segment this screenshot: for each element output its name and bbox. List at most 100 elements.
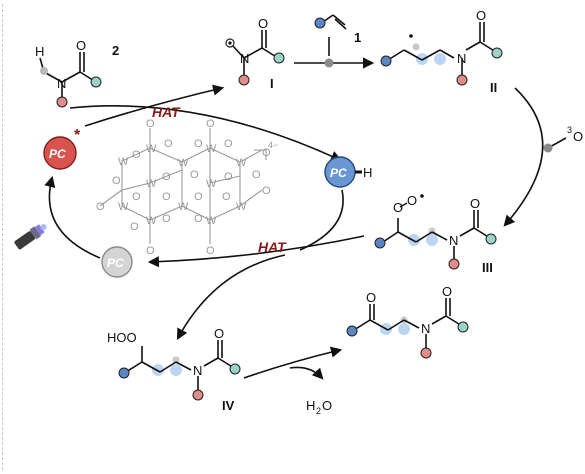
o-atom-15: O (222, 191, 231, 203)
w-atom-12: W (206, 215, 217, 227)
water-subscript: 2 (316, 406, 321, 416)
o-atom-21: O (146, 245, 155, 257)
w-atom-2: W (206, 143, 217, 155)
arrow-water-release (289, 366, 324, 380)
intermediate-II-radical-dot (409, 34, 413, 38)
o-atom-18: O (162, 213, 171, 225)
compound-2-n: N (57, 76, 66, 91)
compound-2-red-node (56, 96, 68, 108)
intermediate-II-o: O (476, 8, 486, 23)
product-ketone-o: O (366, 290, 376, 305)
intermediate-IV-n: N (193, 363, 202, 378)
pc-reduced-h: H (363, 165, 372, 180)
intermediate-IV-red-node (192, 389, 204, 401)
product-red-node (420, 347, 432, 359)
intermediate-IV-o: O (214, 326, 224, 341)
intermediate-III-red-node (448, 258, 460, 270)
intermediate-IV-hoo: HOO (107, 330, 137, 345)
w-atom-5: W (236, 157, 247, 169)
intermediate-II-n: N (457, 51, 466, 66)
compound-2-h-node (40, 67, 48, 75)
compound-2-teal-node (90, 76, 102, 88)
o-atom-7: O (112, 175, 121, 187)
cluster-charge: 4− (268, 140, 278, 150)
w-atom-9: W (178, 201, 189, 213)
compound-2-h: H (35, 44, 44, 59)
product-blue-node (346, 325, 358, 337)
intermediate-III-radical-dot (420, 194, 424, 198)
compound-1-label: 1 (354, 30, 361, 45)
arrow-to-IV (176, 254, 286, 340)
w-atom-10: W (236, 201, 247, 213)
arrow-2-to-I (84, 84, 225, 127)
intermediate-III-label: III (482, 260, 493, 275)
pc-reduced-label: PC (330, 166, 347, 180)
intermediate-IV-highlights (152, 356, 182, 376)
water-o: O (322, 398, 332, 413)
compound-2-label: 2 (112, 43, 119, 58)
w-atom-7: W (206, 178, 217, 190)
cluster-atoms: W W W W W W W W W W W W O O O O O O O O … (96, 118, 278, 257)
compound-2 (39, 52, 97, 100)
o-atom-6: O (132, 149, 141, 161)
arrow-photoexcitation (44, 175, 101, 259)
hat-label-bottom: HAT (258, 239, 287, 255)
intermediate-II-highlights (412, 43, 446, 65)
intermediate-III-o2: O (407, 193, 417, 208)
o-atom-20: O (130, 221, 139, 233)
o-atom-2: O (206, 118, 215, 130)
hat-label-top: HAT (152, 104, 181, 120)
o-atom-19: O (194, 213, 203, 225)
intermediate-I-o: O (258, 16, 268, 31)
o-atom-3: O (164, 138, 173, 150)
o-atom-17: O (96, 201, 105, 213)
oxygen-addition-dot (543, 143, 553, 153)
intermediate-III-oo-bond (399, 202, 408, 208)
intermediate-III-blue-node (374, 237, 386, 249)
oxygen-label: O (573, 129, 583, 144)
o-atom-5: O (224, 138, 233, 150)
o-atom-4: O (194, 138, 203, 150)
intermediate-I-radical-dot (228, 41, 232, 45)
w-atom-6: W (146, 178, 157, 190)
intermediate-II-blue-node (380, 55, 392, 67)
intermediate-IV-blue-node (118, 367, 130, 379)
intermediate-II (387, 22, 497, 78)
pc-ground-label: PC (107, 256, 124, 270)
o-atom-16: O (262, 185, 271, 197)
intermediate-IV-teal-node (229, 363, 241, 375)
o-atom-10: O (224, 171, 233, 183)
intermediate-IV-label: IV (222, 398, 235, 413)
product-amide-o: O (442, 284, 452, 299)
intermediate-I-red-node (238, 74, 250, 86)
compound-1-blue-node (314, 17, 326, 29)
addition-dot (324, 58, 334, 68)
product-n: N (421, 321, 430, 336)
o-atom-11: O (252, 169, 261, 181)
intermediate-II-red-node (456, 74, 468, 86)
w-atom-4: W (178, 157, 189, 169)
polyoxometalate-cluster (99, 128, 267, 244)
intermediate-III-teal-node (485, 233, 497, 245)
intermediate-II-teal-node (491, 47, 503, 59)
intermediate-I-label: I (270, 76, 274, 91)
intermediate-I-teal-node (273, 52, 285, 64)
o-atom-13: O (162, 191, 171, 203)
pc-excited-label: PC (49, 147, 66, 161)
o-atom-8: O (162, 171, 171, 183)
pc-ground (101, 246, 133, 278)
arrow-II-to-III (503, 87, 544, 227)
oxygen-superscript: 3 (567, 125, 572, 135)
arrow-III-to-pc-ground (147, 235, 365, 268)
o-atom-14: O (194, 191, 203, 203)
intermediate-II-label: II (490, 80, 497, 95)
o-atom-1: O (146, 118, 155, 130)
intermediate-III-o: O (470, 196, 480, 211)
o-atom-23: O (262, 147, 271, 159)
pc-excited (43, 136, 77, 170)
o-atom-12: O (132, 191, 141, 203)
compound-1 (322, 14, 347, 56)
w-atom-8: W (118, 201, 129, 213)
o-atom-22: O (206, 245, 215, 257)
